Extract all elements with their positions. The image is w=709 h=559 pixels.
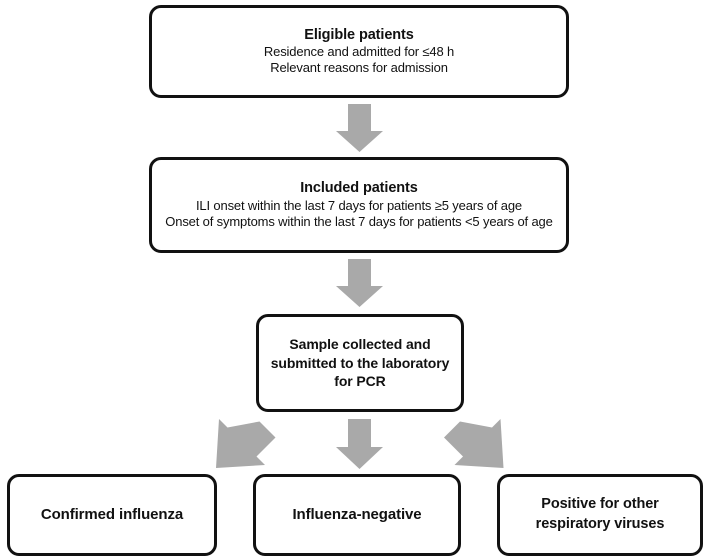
node-included-patients: Included patients ILI onset within the l… [149,157,569,253]
node-eligible-line-2: Relevant reasons for admission [270,60,448,76]
node-positive-other-viruses: Positive for other respiratory viruses [497,474,703,556]
node-included-line-1: ILI onset within the last 7 days for pat… [195,197,523,213]
arrow-eligible-to-included [336,104,383,152]
node-sample-title: Sample collected and submitted to the la… [270,335,450,390]
arrow-sample-to-confirmed [216,419,276,468]
node-eligible-patients: Eligible patients Residence and admitted… [149,5,569,98]
node-included-title: Included patients [300,180,418,197]
node-included-line-2: Onset of symptoms within the last 7 days… [165,213,553,229]
arrow-sample-to-positive [444,419,504,468]
node-confirmed-influenza: Confirmed influenza [7,474,217,556]
node-influenza-negative: Influenza-negative [253,474,461,556]
node-positive-title: Positive for other respiratory viruses [535,496,665,532]
node-sample-collected: Sample collected and submitted to the la… [256,314,464,412]
node-eligible-title: Eligible patients [304,26,414,43]
node-negative-title: Influenza-negative [292,505,422,523]
arrow-sample-to-negative [336,419,383,469]
arrow-included-to-sample [336,259,383,307]
node-eligible-line-1: Residence and admitted for ≤48 h [263,44,455,60]
node-confirmed-title: Confirmed influenza [40,505,184,523]
